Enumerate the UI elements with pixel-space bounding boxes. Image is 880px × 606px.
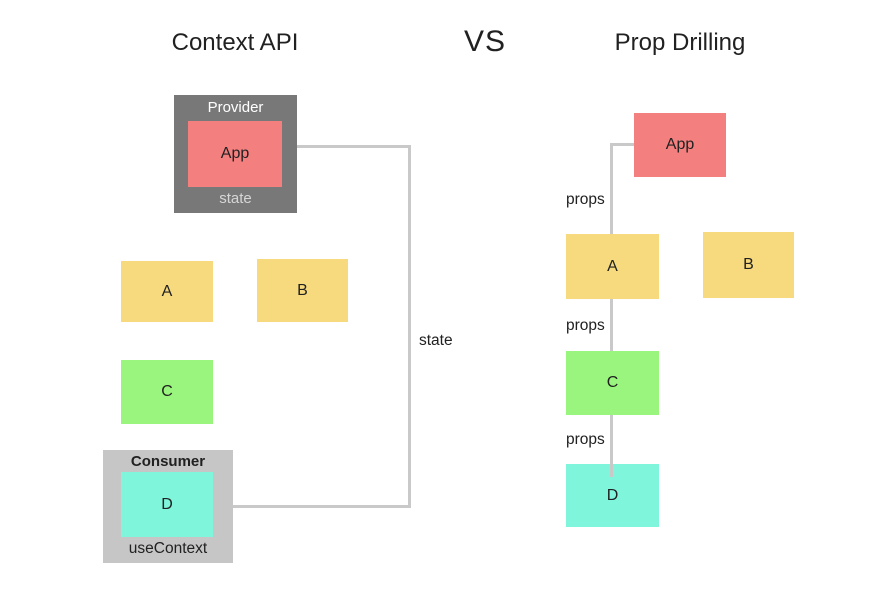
context-app-node: App — [188, 121, 282, 187]
consumer-label: Consumer — [130, 453, 206, 470]
props-connector-c-to-d — [610, 415, 613, 464]
vs-label: VS — [463, 25, 507, 58]
right-diagram-title: Prop Drilling — [614, 29, 746, 56]
drilling-node-c: C — [566, 351, 659, 415]
props-connector-a-to-c — [610, 299, 613, 351]
drilling-app-node: App — [634, 113, 726, 177]
context-node-b: B — [257, 259, 348, 322]
props-connector-app-to-a — [610, 143, 613, 234]
drilling-node-b: B — [703, 232, 794, 298]
props-edge-label-1: props — [566, 191, 605, 208]
context-node-d: D — [121, 472, 213, 537]
props-edge-label-2: props — [566, 317, 605, 334]
drilling-node-a: A — [566, 234, 659, 299]
provider-label: Provider — [207, 99, 264, 116]
state-connector-bottom-segment — [233, 505, 411, 508]
props-connector-d-stub — [610, 464, 613, 477]
provider-state-label: state — [219, 190, 252, 207]
consumer-container: Consumer D useContext — [103, 450, 233, 563]
context-node-c: C — [121, 360, 213, 424]
props-edge-label-3: props — [566, 431, 605, 448]
state-connector-top-segment — [296, 145, 410, 148]
state-connector-vertical-segment — [408, 145, 411, 508]
use-context-label: useContext — [128, 540, 208, 557]
state-edge-label: state — [419, 332, 453, 349]
props-connector-app-horizontal — [611, 143, 634, 146]
left-diagram-title: Context API — [171, 29, 299, 56]
provider-container: Provider App state — [174, 95, 297, 213]
context-node-a: A — [121, 261, 213, 322]
